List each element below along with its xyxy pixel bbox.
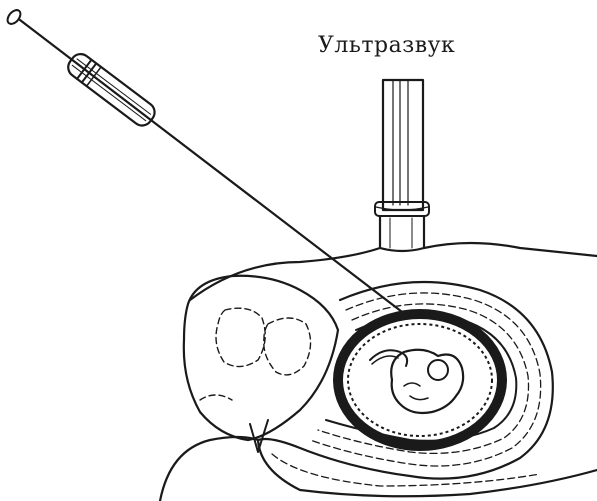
lower-organ: [160, 420, 268, 501]
amniotic-sac: [338, 314, 502, 446]
needle-hub: [5, 8, 23, 27]
needle: [5, 8, 410, 318]
placenta: [184, 276, 338, 440]
ultrasound-probe: [375, 80, 429, 251]
